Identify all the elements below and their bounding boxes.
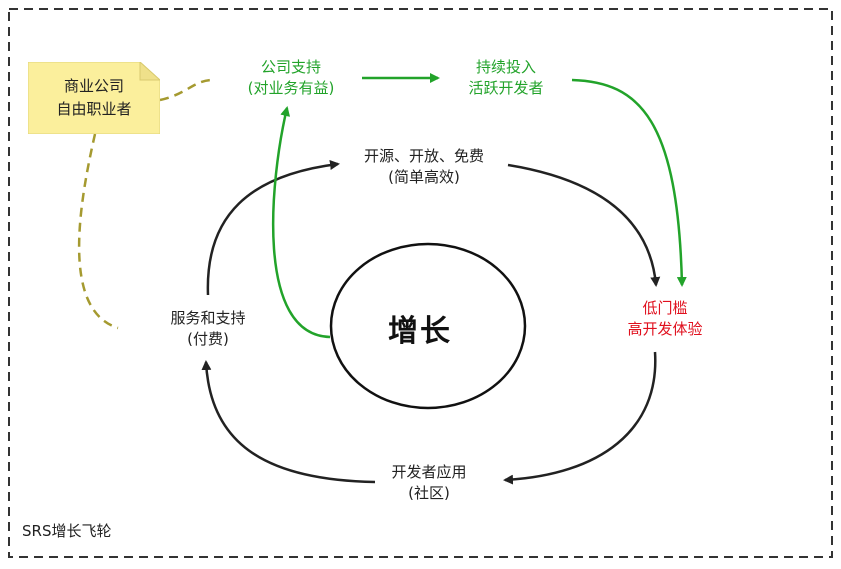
- arrow-left-to-top: [206, 160, 340, 296]
- arrow-bottom-to-left: [201, 360, 376, 484]
- developer-apps-label: 开发者应用 (社区): [374, 462, 484, 504]
- arrow-right-to-bottom: [503, 351, 657, 485]
- low-barrier-line-1: 低门槛: [642, 299, 688, 317]
- note-connector-bottom: [77, 133, 119, 330]
- growth-title: 增长: [388, 314, 452, 349]
- arrow-top-to-right: [507, 163, 661, 287]
- center-circle: [329, 242, 527, 410]
- sticky-note-text: 商业公司 自由职业者: [28, 75, 160, 121]
- open-source-line-2: (简单高效): [388, 168, 460, 186]
- note-connector-top: [159, 78, 213, 102]
- arrow-growth-to-company: [271, 106, 331, 339]
- flywheel-caption: SRS增长飞轮: [22, 522, 112, 540]
- developer-apps-line-1: 开发者应用: [391, 463, 467, 481]
- company-support-label: 公司支持 (对业务有益): [226, 57, 356, 99]
- low-barrier-line-2: 高开发体验: [627, 320, 703, 338]
- service-support-line-1: 服务和支持: [170, 309, 246, 327]
- note-line-2: 自由职业者: [56, 100, 132, 118]
- dashed-frame: [8, 8, 833, 558]
- arrow-investment-to-lowbarrier: [571, 78, 687, 287]
- developer-apps-line-2: (社区): [408, 484, 450, 502]
- company-support-line-1: 公司支持: [260, 58, 321, 76]
- investment-line-2: 活跃开发者: [468, 79, 544, 97]
- company-support-line-2: (对业务有益): [247, 79, 335, 97]
- note-line-1: 商业公司: [63, 77, 124, 95]
- sticky-note-shape: [28, 62, 160, 134]
- open-source-line-1: 开源、开放、免费: [363, 147, 484, 165]
- service-support-line-2: (付费): [187, 330, 229, 348]
- open-source-label: 开源、开放、免费 (简单高效): [336, 146, 512, 188]
- investment-line-1: 持续投入: [475, 58, 536, 76]
- investment-label: 持续投入 活跃开发者: [444, 57, 568, 99]
- sticky-note: 商业公司 自由职业者: [28, 62, 160, 134]
- service-support-label: 服务和支持 (付费): [150, 308, 266, 350]
- low-barrier-label: 低门槛 高开发体验: [600, 298, 730, 340]
